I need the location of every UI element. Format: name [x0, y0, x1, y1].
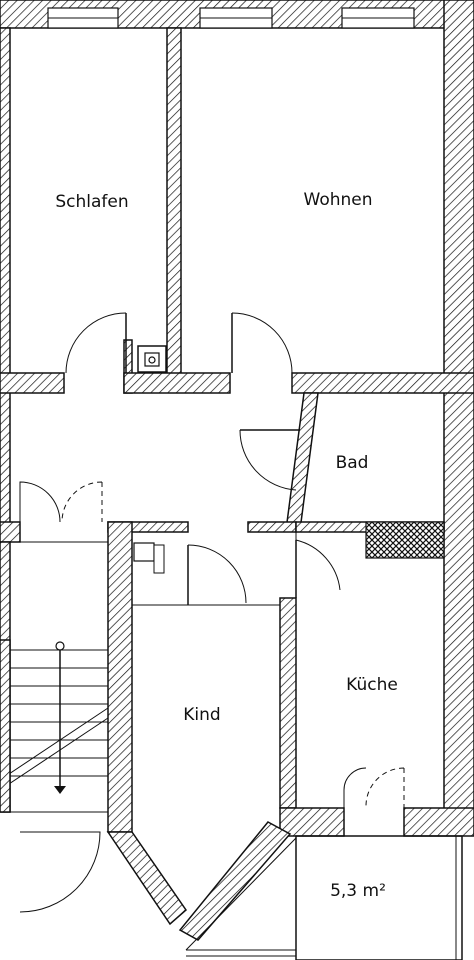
balcony [185, 835, 463, 960]
doors [19, 312, 405, 913]
staircase [0, 639, 109, 813]
room-label-schlafen: Schlafen [55, 192, 128, 212]
balcony-area-label: 5,3 m² [330, 881, 386, 901]
room-label-bad: Bad [336, 453, 369, 473]
room-label-kind: Kind [183, 705, 220, 725]
interior-lines [20, 532, 297, 606]
room-label-kueche: Küche [346, 675, 398, 695]
room-label-wohnen: Wohnen [304, 190, 373, 210]
